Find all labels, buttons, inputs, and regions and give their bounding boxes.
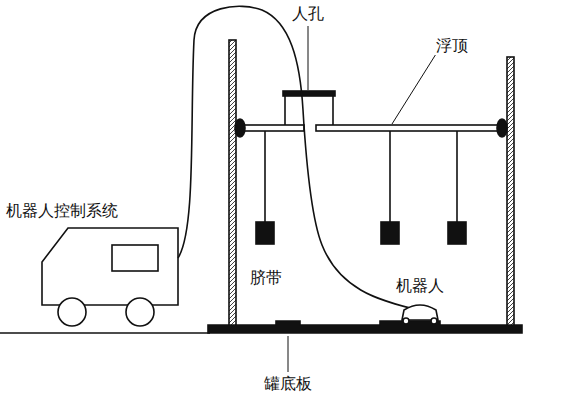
roof-leg bbox=[456, 131, 458, 222]
leader-line bbox=[288, 336, 289, 372]
roof-seal bbox=[235, 119, 245, 137]
floating-roof-label: 浮顶 bbox=[434, 36, 470, 55]
tank-wall bbox=[229, 40, 236, 330]
truck-wheel bbox=[58, 298, 86, 326]
robot-label: 机器人 bbox=[394, 276, 446, 295]
truck-window bbox=[112, 245, 158, 271]
manhole bbox=[285, 95, 333, 125]
robot-wheel bbox=[403, 318, 409, 324]
floating-roof bbox=[244, 125, 304, 131]
robot-wheel bbox=[431, 318, 437, 324]
roof-leg bbox=[389, 131, 391, 222]
manhole-cover bbox=[283, 91, 335, 96]
tank-wall bbox=[507, 57, 514, 330]
roof-seal bbox=[497, 119, 507, 137]
umbilical-label: 脐带 bbox=[248, 268, 284, 287]
leg-foot bbox=[381, 222, 399, 244]
leader-line bbox=[392, 54, 436, 124]
leg-foot bbox=[448, 222, 466, 244]
floating-roof bbox=[316, 125, 498, 131]
control-truck bbox=[42, 228, 178, 305]
leader-line bbox=[308, 26, 309, 90]
umbilical-cable bbox=[178, 6, 410, 308]
tank-bottom-plate bbox=[208, 321, 522, 333]
tank-bottom-label: 罐底板 bbox=[262, 374, 314, 393]
control-system-label: 机器人控制系统 bbox=[4, 201, 120, 220]
leg-foot bbox=[256, 222, 274, 244]
ground bbox=[0, 332, 210, 334]
manhole-label: 人孔 bbox=[290, 4, 326, 23]
roof-leg bbox=[264, 131, 266, 222]
truck-wheel bbox=[126, 298, 154, 326]
